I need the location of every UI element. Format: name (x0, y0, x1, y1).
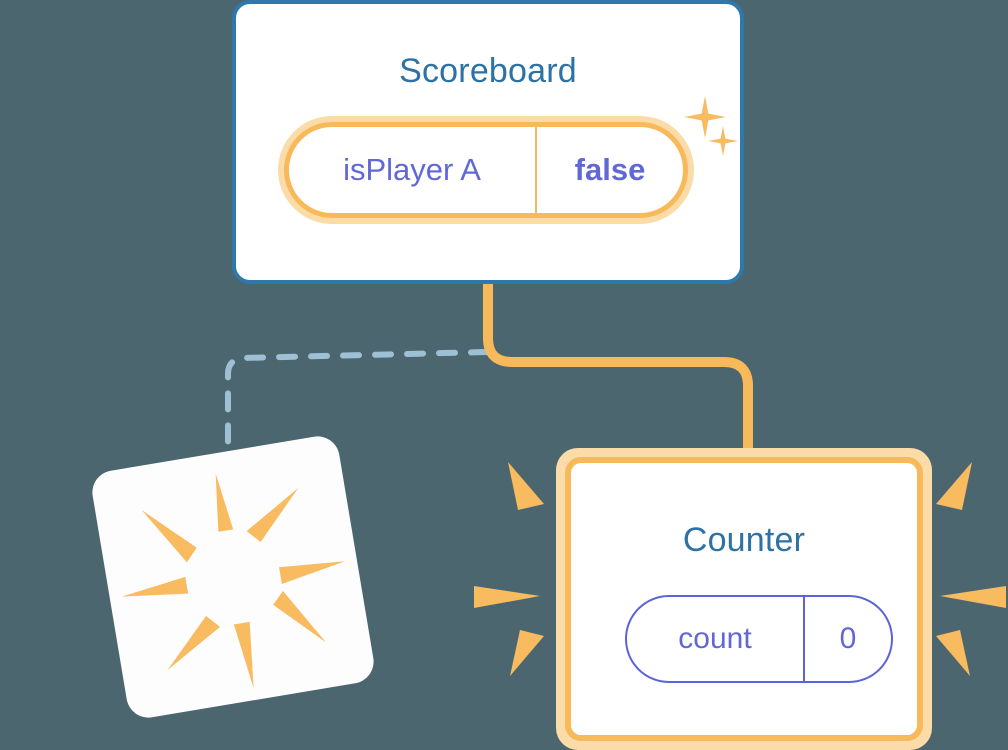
scoreboard-state-pill[interactable]: isPlayer A false (278, 116, 694, 224)
counter-state-value: 0 (839, 622, 857, 655)
scoreboard-state-pill-glow (278, 116, 694, 224)
counter-card-inner: Counter count 0 (565, 457, 923, 741)
scoreboard-card-title: Scoreboard (399, 52, 577, 90)
burst-icon-ghost-card (121, 473, 345, 689)
scoreboard-state-value: false (574, 152, 646, 187)
counter-state-pill[interactable]: count 0 (625, 595, 893, 683)
scoreboard-state-key: isPlayer A (289, 127, 537, 213)
burst-icon-counter-right (936, 462, 1006, 676)
counter-card-title: Counter (682, 521, 806, 559)
burst-icon-counter-left (474, 462, 544, 676)
connector-solid-scoreboard-to-counter (483, 283, 753, 460)
counter-state-key: count (627, 597, 805, 681)
counter-card[interactable]: Counter count 0 (556, 448, 932, 750)
ghost-card[interactable] (89, 433, 377, 721)
scoreboard-card[interactable]: Scoreboard isPlayer A false (232, 0, 744, 284)
